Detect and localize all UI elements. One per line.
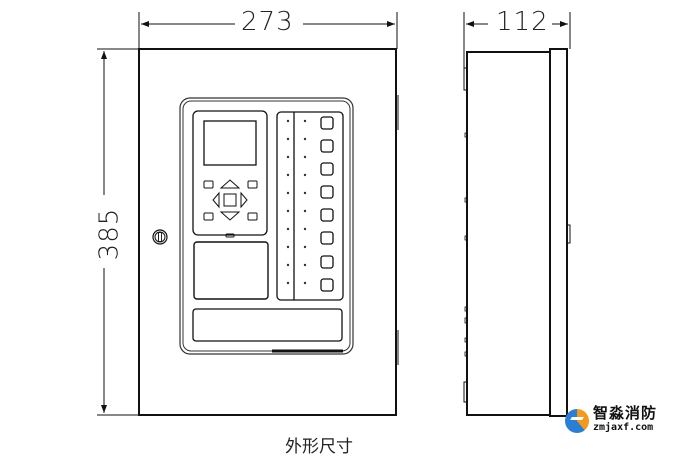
control-module [192, 110, 269, 300]
channel-button-7 [320, 255, 334, 269]
function-key-bottom-left [203, 212, 214, 221]
brand-logo-icon [565, 409, 589, 433]
arrow-down-icon [219, 211, 241, 221]
drawing-caption: 外形尺寸 [285, 437, 353, 457]
function-key-top-left [203, 180, 214, 189]
channel-button-1 [320, 116, 334, 130]
side-view [463, 48, 571, 417]
width-dimension [138, 12, 398, 49]
channel-button-2 [320, 139, 334, 153]
arrow-up-icon [219, 179, 241, 189]
indicator-panel [276, 111, 344, 301]
brand-name: 智淼消防 [593, 404, 658, 422]
function-key-bottom-right [247, 212, 258, 221]
height-dimension-label: 385 [94, 204, 124, 264]
arrow-left-icon [212, 191, 220, 209]
brand-url: zmjaxf.com [593, 422, 654, 433]
key-lock-icon [152, 229, 168, 245]
depth-dimension-label: 112 [493, 8, 552, 36]
arrow-right-icon [240, 191, 248, 209]
channel-button-5 [320, 208, 334, 222]
printer-slot [193, 241, 269, 300]
channel-button-4 [320, 185, 334, 199]
channel-button-3 [320, 162, 334, 176]
width-dimension-label: 273 [238, 8, 297, 36]
lcd-display [203, 120, 257, 166]
watermark-logo: 智淼消防 zmjaxf.com [565, 405, 690, 435]
center-key [223, 193, 237, 207]
channel-button-8 [320, 278, 334, 292]
height-dimension [97, 48, 139, 416]
channel-button-6 [320, 231, 334, 245]
bottom-label-panel [192, 308, 343, 342]
front-view [138, 48, 399, 416]
function-key-top-right [247, 180, 258, 189]
